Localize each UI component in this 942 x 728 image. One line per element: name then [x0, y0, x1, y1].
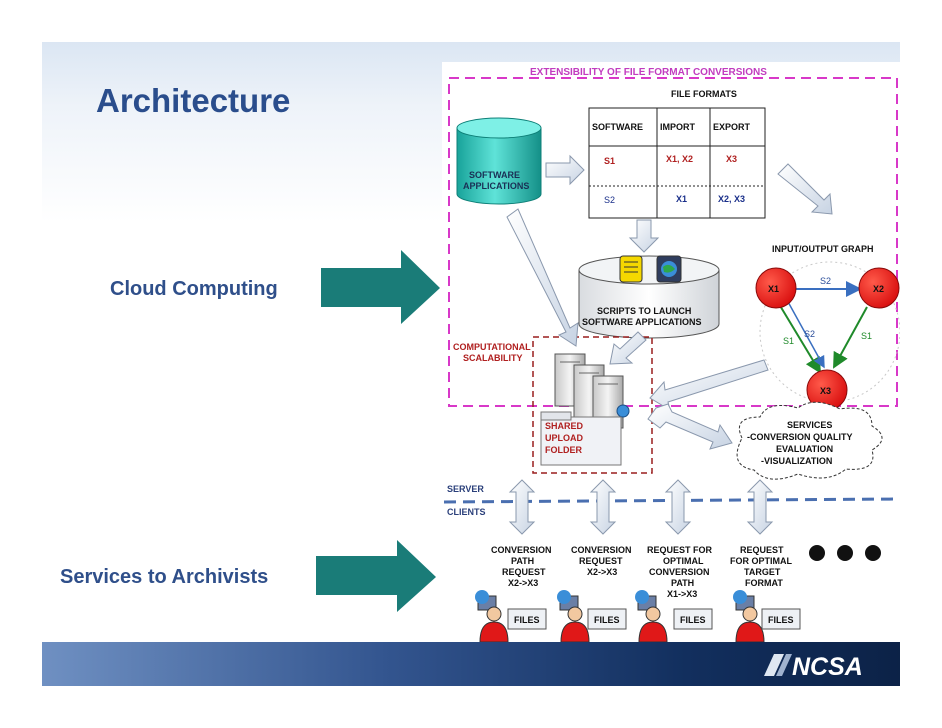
services-to-archivists-label: Services to Archivists — [60, 566, 269, 588]
node-x3-label: X3 — [820, 386, 831, 396]
file-formats-table: FILE FORMATS SOFTWARE IMPORT EXPORT S1 X… — [588, 89, 766, 219]
edge-s2-top: S2 — [820, 276, 831, 286]
services-line2: -CONVERSION QUALITY — [747, 432, 853, 442]
more-dot-2 — [837, 545, 853, 561]
request-3-line3: CONVERSION — [649, 567, 710, 577]
computational-line1: COMPUTATIONAL — [453, 342, 531, 352]
request-3: REQUEST FOR OPTIMAL CONVERSION PATH X1->… — [647, 545, 713, 599]
request-1-line2: PATH — [511, 556, 534, 566]
shared-upload-folder: SHARED UPLOAD FOLDER — [540, 411, 622, 466]
more-dot-1 — [809, 545, 825, 561]
server-cluster-icon — [554, 353, 630, 429]
client-user-2: FILES — [557, 590, 627, 643]
scripts-db-line2: SOFTWARE APPLICATIONS — [582, 317, 702, 327]
request-3-line2: OPTIMAL — [663, 556, 704, 566]
request-3-line5: X1->X3 — [667, 589, 697, 599]
files-label-4: FILES — [768, 615, 794, 625]
client-user-4: FILES — [733, 590, 801, 643]
arrow-db-to-servers — [506, 208, 579, 347]
arrow-db-to-table — [545, 154, 585, 186]
arrow-table-to-scripts — [628, 219, 660, 253]
scripts-db-line1: SCRIPTS TO LAUNCH — [597, 306, 691, 316]
node-x2 — [858, 267, 900, 309]
input-output-graph: INPUT/OUTPUT GRAPH X1 X2 X3 S2 S1 S2 S1 — [755, 244, 900, 411]
request-1: CONVERSION PATH REQUEST X2->X3 — [491, 545, 552, 588]
request-1-line4: X2->X3 — [508, 578, 538, 588]
table-header-import: IMPORT — [660, 122, 696, 132]
arrow-table-to-graph — [777, 163, 833, 215]
extensibility-title: EXTENSIBILITY OF FILE FORMAT CONVERSIONS — [530, 67, 767, 78]
table-header-software: SOFTWARE — [592, 122, 643, 132]
files-label-1: FILES — [514, 615, 540, 625]
ncsa-logo: NCSA — [764, 653, 863, 680]
edge-s1-right: S1 — [861, 331, 872, 341]
table-cell-s2-import: X1 — [676, 194, 687, 204]
arrow-scripts-to-servers — [609, 331, 647, 365]
slide-title: Architecture — [96, 82, 291, 119]
table-cell-s1-export: X3 — [726, 154, 737, 164]
arrow-servers-to-services — [647, 403, 733, 450]
software-db-line2: APPLICATIONS — [463, 181, 529, 191]
edge-s2-mid: S2 — [804, 329, 815, 339]
server-label: SERVER — [447, 484, 484, 494]
script-icon — [619, 255, 643, 283]
extensibility-box — [448, 77, 898, 407]
request-4-line2: FOR OPTIMAL — [730, 556, 792, 566]
cloud-arrow — [321, 250, 440, 324]
computational-box — [532, 336, 653, 474]
request-2-line2: REQUEST — [579, 556, 623, 566]
request-2: CONVERSION REQUEST X2->X3 — [571, 545, 632, 577]
table-cell-s1-import: X1, X2 — [666, 154, 693, 164]
file-formats-title: FILE FORMATS — [671, 89, 737, 99]
request-4-line3: TARGET — [744, 567, 781, 577]
services-cloud: SERVICES -CONVERSION QUALITY EVALUATION … — [736, 401, 883, 480]
table-cell-s1: S1 — [604, 156, 615, 166]
more-dot-3 — [865, 545, 881, 561]
files-label-3: FILES — [680, 615, 706, 625]
services-line1: SERVICES — [787, 420, 832, 430]
shared-folder-line3: FOLDER — [545, 445, 582, 455]
request-4-line4: FORMAT — [745, 578, 783, 588]
computational-line2: SCALABILITY — [463, 353, 523, 363]
client-user-3: FILES — [635, 590, 713, 643]
table-header-export: EXPORT — [713, 122, 751, 132]
files-label-2: FILES — [594, 615, 620, 625]
shared-folder-line2: UPLOAD — [545, 433, 584, 443]
edge-s1-left: S1 — [783, 336, 794, 346]
request-1-line3: REQUEST — [502, 567, 546, 577]
ncsa-logo-text: NCSA — [792, 653, 863, 680]
slide: Architecture Cloud Computing Services to… — [42, 42, 900, 686]
services-line3: EVALUATION — [776, 444, 833, 454]
table-cell-s2-export: X2, X3 — [718, 194, 745, 204]
footer-bar: NCSA — [42, 642, 900, 686]
software-applications-db: SOFTWARE APPLICATIONS — [456, 117, 542, 205]
node-x1 — [755, 267, 797, 309]
request-4: REQUEST FOR OPTIMAL TARGET FORMAT — [730, 545, 792, 588]
request-1-line1: CONVERSION — [491, 545, 552, 555]
cloud-computing-label: Cloud Computing — [110, 278, 278, 300]
request-2-line3: X2->X3 — [587, 567, 617, 577]
architecture-diagram: EXTENSIBILITY OF FILE FORMAT CONVERSIONS… — [442, 62, 900, 647]
software-db-line1: SOFTWARE — [469, 170, 520, 180]
client-server-arrows — [508, 479, 774, 535]
arrow-graph-to-servers — [649, 359, 769, 412]
services-arrow — [316, 540, 436, 612]
request-3-line4: PATH — [671, 578, 694, 588]
request-4-line1: REQUEST — [740, 545, 784, 555]
node-x1-label: X1 — [768, 284, 779, 294]
shared-folder-line1: SHARED — [545, 421, 584, 431]
request-2-line1: CONVERSION — [571, 545, 632, 555]
node-x2-label: X2 — [873, 284, 884, 294]
services-line4: -VISUALIZATION — [761, 456, 832, 466]
client-user-1: FILES — [475, 590, 547, 643]
request-3-line1: REQUEST FOR — [647, 545, 713, 555]
table-cell-s2: S2 — [604, 195, 615, 205]
pointer-arrows — [316, 250, 440, 612]
clients-label: CLIENTS — [447, 507, 486, 517]
scripts-db: SCRIPTS TO LAUNCH SOFTWARE APPLICATIONS — [578, 255, 720, 339]
io-graph-title: INPUT/OUTPUT GRAPH — [772, 244, 874, 254]
